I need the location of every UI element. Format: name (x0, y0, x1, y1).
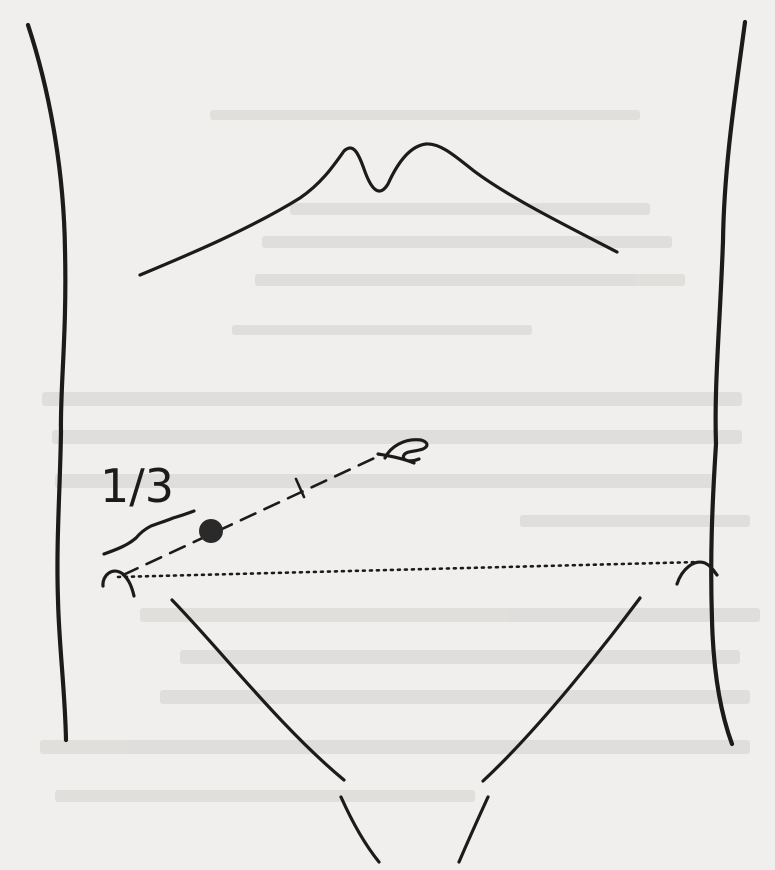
one-third-label: 1/3 (100, 459, 174, 513)
mcburney-point-marker (199, 519, 223, 543)
